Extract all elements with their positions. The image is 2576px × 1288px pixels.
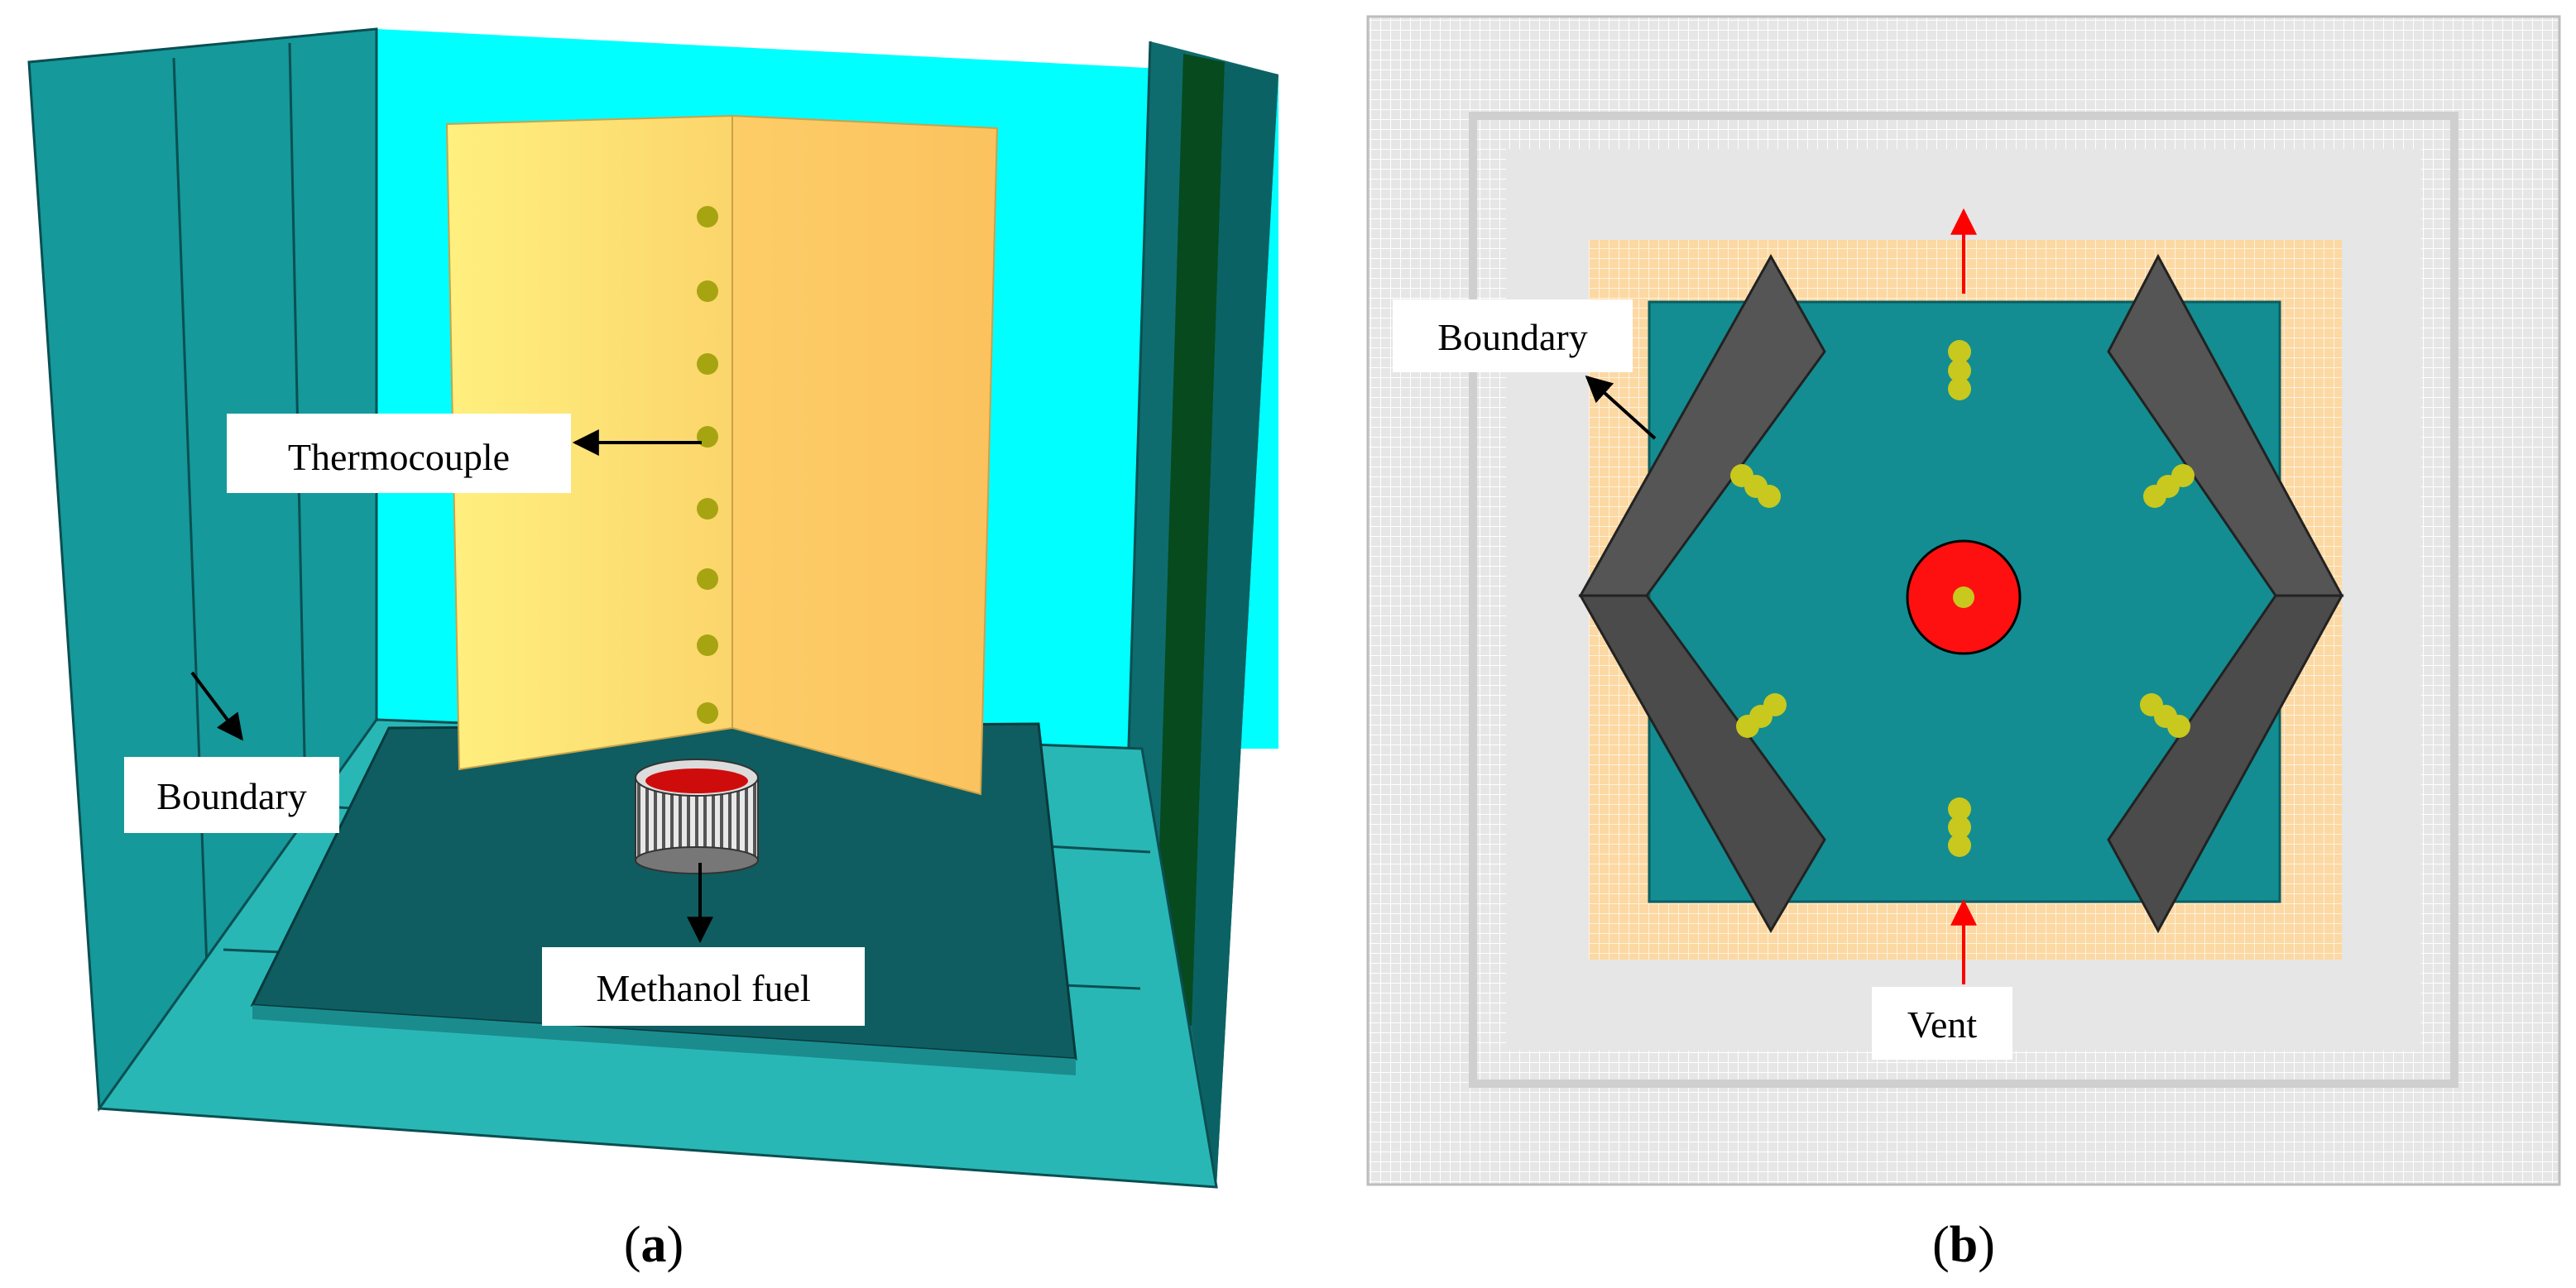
thermocouple-point — [697, 568, 718, 590]
boundary-label-b-text: Boundary — [1437, 316, 1587, 358]
thermocouple-point — [697, 206, 718, 227]
thermocouple-pair — [1736, 693, 1787, 738]
pool-center-point — [1953, 587, 1974, 608]
thermocouple-groups — [1730, 340, 2195, 857]
methanol-fuel-label-text: Methanol fuel — [596, 967, 810, 1009]
thermocouple-point — [697, 280, 718, 302]
left-panel-lower — [1578, 594, 1826, 933]
panel-a: Thermocouple Boundary Methanol fuel (a) — [27, 27, 1278, 1273]
methanol-fuel-label: Methanol fuel — [542, 947, 865, 1026]
methanol-surface — [645, 768, 748, 793]
thermocouple-column — [697, 206, 718, 724]
thermocouple-pair — [1730, 464, 1781, 508]
right-wall-dark-strip — [1154, 54, 1225, 1026]
thermocouple-point — [697, 426, 718, 448]
thermocouple-pair — [1948, 797, 1971, 857]
caption-a: (a) — [624, 1217, 684, 1273]
thermocouple-point — [697, 498, 718, 520]
vent-label-text: Vent — [1907, 1003, 1978, 1046]
boundary-label-b: Boundary — [1393, 299, 1633, 372]
vent-label: Vent — [1872, 987, 2012, 1060]
boundary-arrow-b — [1585, 375, 1657, 440]
thermocouple-label: Thermocouple — [227, 414, 571, 493]
thermocouple-pair — [2140, 693, 2190, 738]
thermocouple-label-text: Thermocouple — [288, 436, 510, 478]
panel-b: Boundary Vent (b) — [1366, 15, 2561, 1273]
thermocouple-pair — [2143, 464, 2195, 508]
boundary-arrow — [190, 671, 243, 741]
boundary-label-a-text: Boundary — [156, 775, 306, 817]
right-panel-lower — [2107, 594, 2344, 934]
thermocouple-pair — [1948, 340, 1971, 400]
plate-right — [732, 114, 999, 796]
thermocouple-point — [697, 702, 718, 724]
caption-b: (b) — [1932, 1217, 1995, 1273]
thermocouple-point — [697, 634, 718, 656]
boundary-label-a: Boundary — [124, 757, 339, 833]
fuel-pan — [635, 759, 759, 874]
thermocouple-point — [697, 353, 718, 375]
